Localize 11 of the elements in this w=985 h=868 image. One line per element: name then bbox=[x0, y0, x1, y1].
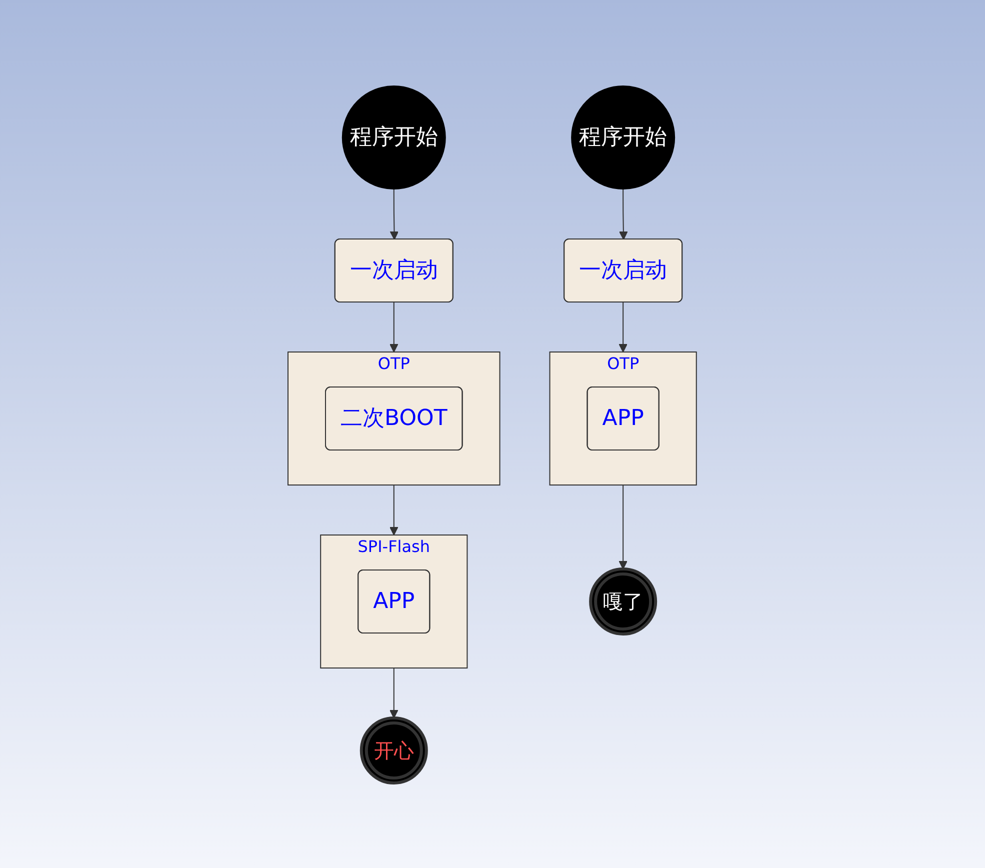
arrow bbox=[390, 667, 399, 718]
arrow bbox=[390, 188, 399, 240]
node-circle: 程序开始 bbox=[342, 85, 446, 189]
node-circle: 开心 bbox=[360, 716, 428, 784]
arrow bbox=[619, 188, 628, 240]
node-circle: 嘎了 bbox=[589, 567, 658, 635]
node-circle: 程序开始 bbox=[571, 85, 676, 189]
arrow bbox=[390, 484, 399, 535]
arrow bbox=[619, 301, 628, 352]
arrow bbox=[390, 301, 399, 352]
arrow bbox=[619, 484, 628, 569]
